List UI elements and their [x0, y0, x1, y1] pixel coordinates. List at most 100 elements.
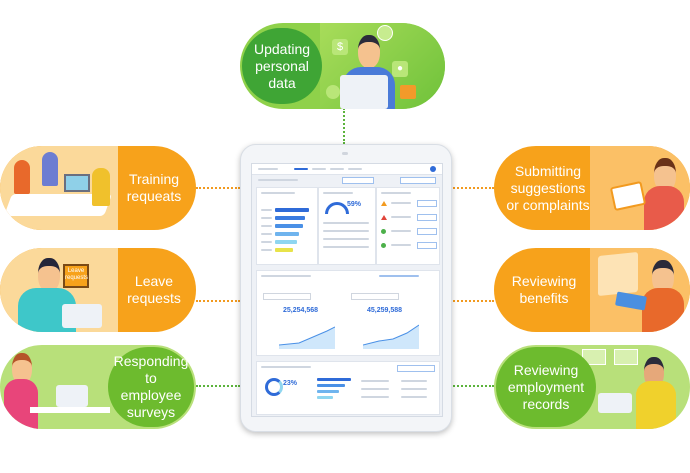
alert-text-1 — [391, 202, 411, 204]
training-person-1 — [14, 160, 30, 194]
alert-text-2 — [391, 216, 411, 218]
connector-right-3 — [450, 385, 494, 387]
person-head — [358, 35, 380, 68]
donut-row-6 — [401, 396, 427, 398]
header-logo — [258, 168, 278, 170]
gauge-value: 59% — [347, 201, 362, 208]
alert-button-4 — [417, 242, 437, 249]
connector-top — [343, 108, 345, 144]
donut-row-5 — [401, 388, 427, 390]
dashboard-screen: 59% 25,254,568 — [251, 163, 443, 417]
metric-select-2 — [351, 293, 399, 300]
donut-chart — [265, 378, 283, 396]
alert-text-4 — [391, 244, 411, 246]
center-pill: $ ● Updating personal data — [240, 23, 445, 109]
gauge-row-4 — [323, 246, 369, 248]
bar-label-3 — [261, 225, 272, 227]
donut-row-4 — [401, 380, 427, 382]
pill-training-requests: Training requeats — [0, 146, 196, 230]
card-alerts — [376, 187, 440, 265]
training-person-2 — [42, 152, 58, 186]
donut-row-1 — [361, 380, 389, 382]
metric-value-2: 45,259,588 — [367, 307, 403, 314]
bar-4 — [275, 232, 299, 236]
bar-1 — [275, 208, 309, 212]
area-chart-2 — [363, 324, 419, 349]
filter-title — [258, 179, 298, 181]
bar-5 — [275, 240, 297, 244]
training-person-3 — [92, 168, 110, 206]
gear-icon — [326, 85, 340, 99]
records-laptop — [598, 393, 632, 413]
donut-bar-3 — [317, 390, 339, 393]
pill-leave-requests: Leave requests Leave requests — [0, 248, 196, 332]
pill-employment-records: Reviewing employment records — [494, 345, 690, 429]
header-avatar — [430, 166, 436, 172]
records-card-2 — [614, 349, 638, 365]
donut-value: 23% — [283, 380, 298, 387]
bar-label-4 — [261, 233, 272, 235]
bar-6 — [275, 248, 293, 252]
error-icon — [381, 215, 387, 220]
survey-person-head — [12, 353, 32, 384]
header-nav-4 — [348, 168, 362, 170]
header-nav-2 — [312, 168, 326, 170]
laptop — [340, 75, 388, 109]
mail-icon — [400, 85, 416, 99]
survey-desk — [30, 407, 110, 413]
gauge-arc — [325, 202, 349, 214]
training-label: Training requeats — [126, 171, 182, 204]
connector-left-2 — [196, 300, 240, 302]
card-metrics-title — [261, 275, 311, 277]
records-person-body — [636, 381, 676, 429]
center-pill-label: Updating personal data — [242, 28, 322, 104]
donut-row-3 — [361, 396, 389, 398]
survey-person-body — [4, 379, 38, 429]
clock-icon — [377, 25, 393, 41]
leave-label: Leave requests — [127, 273, 181, 306]
card-metrics: 25,254,568 45,259,588 — [256, 270, 440, 356]
connector-left-3 — [196, 385, 240, 387]
donut-bar-4 — [317, 396, 333, 399]
card-bar-list — [256, 187, 318, 265]
connector-right-2 — [450, 300, 494, 302]
donut-bar-1 — [317, 378, 351, 381]
benefits-screen — [598, 251, 638, 297]
alert-button-3 — [417, 228, 437, 235]
leave-sign-text: Leave requests — [65, 268, 89, 281]
card-metrics-tabs — [379, 275, 419, 277]
check-icon-1 — [381, 229, 386, 234]
dashboard-header — [252, 164, 442, 175]
connector-right-1 — [450, 187, 494, 189]
survey-label: Responding to employee surveys — [108, 347, 194, 427]
card-bar-list-title — [261, 192, 295, 194]
metric-select-1 — [263, 293, 311, 300]
person-card-icon: ● — [392, 61, 408, 77]
dollar-icon: $ — [332, 39, 348, 55]
pill-benefits: Reviewing benefits — [494, 248, 690, 332]
bar-2 — [275, 216, 305, 220]
bar-3 — [275, 224, 303, 228]
benefits-person-head — [652, 260, 674, 294]
bar-label-2 — [261, 217, 272, 219]
bar-label-1 — [261, 209, 272, 211]
filter-select-1 — [342, 177, 374, 184]
bar-label-6 — [261, 249, 272, 251]
gauge-row-2 — [323, 230, 369, 232]
alert-button-1 — [417, 200, 437, 207]
donut-bar-2 — [317, 384, 345, 387]
tablet-camera — [342, 152, 348, 155]
leave-sign: Leave requests — [63, 264, 89, 288]
leave-laptop — [62, 304, 102, 328]
card-alerts-title — [381, 192, 411, 194]
card-donut: 23% — [256, 361, 440, 415]
records-person-head — [644, 357, 664, 388]
tablet: 59% 25,254,568 — [240, 144, 452, 432]
gauge-row-3 — [323, 238, 369, 240]
area-chart-1 — [279, 326, 335, 349]
alert-text-3 — [391, 230, 411, 232]
filter-select-2 — [400, 177, 436, 184]
card-gauge: 59% — [318, 187, 376, 265]
donut-row-2 — [361, 388, 389, 390]
benefits-person-body — [642, 288, 684, 332]
